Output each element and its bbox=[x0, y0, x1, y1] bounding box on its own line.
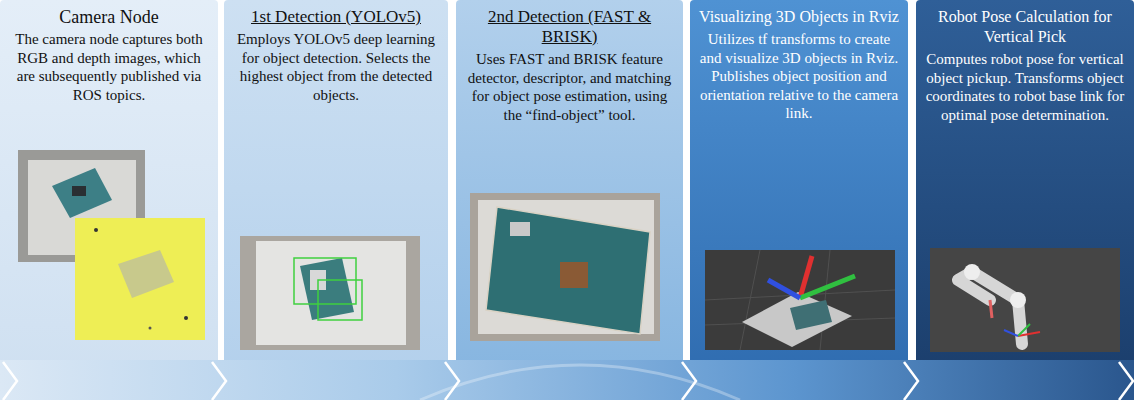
panel-description: Computes robot pose for vertical object … bbox=[924, 50, 1126, 124]
chevron bbox=[3, 362, 17, 400]
viewport bbox=[930, 248, 1120, 352]
rviz-view bbox=[705, 250, 895, 350]
paper-sheet bbox=[478, 200, 654, 334]
match-outline bbox=[486, 207, 650, 334]
chevron bbox=[682, 362, 696, 400]
y-axis bbox=[1018, 324, 1030, 336]
photo-frame bbox=[470, 193, 660, 341]
point-cloud bbox=[742, 292, 852, 347]
detection-box bbox=[318, 280, 362, 320]
panel-title: Camera Node bbox=[8, 7, 210, 27]
photo-frame bbox=[240, 236, 420, 350]
viewport bbox=[705, 250, 895, 350]
depth-image bbox=[75, 218, 205, 340]
yolo-photo bbox=[240, 236, 420, 350]
circuit-board bbox=[486, 207, 650, 334]
depth-speck bbox=[149, 327, 152, 330]
gripper bbox=[990, 300, 992, 318]
chevron bbox=[904, 362, 918, 400]
robot-view bbox=[930, 248, 1120, 352]
depth-object bbox=[118, 250, 174, 298]
chevron bbox=[212, 362, 226, 400]
circuit-board bbox=[300, 258, 354, 320]
panel-title: Visualizing 3D Objects in Rviz bbox=[698, 7, 900, 27]
paper-sheet bbox=[256, 241, 406, 345]
z-axis bbox=[768, 280, 800, 298]
chevron bbox=[1119, 362, 1133, 400]
object-cloud bbox=[790, 300, 832, 330]
panel-title: Robot Pose Calculation for Vertical Pick bbox=[924, 7, 1126, 47]
connector bbox=[510, 222, 530, 236]
depth-speck bbox=[94, 228, 98, 232]
z-axis bbox=[1004, 330, 1018, 336]
grid bbox=[705, 250, 895, 350]
panel-description: The camera node captures both RGB and de… bbox=[8, 30, 210, 104]
robot-joint bbox=[964, 264, 980, 280]
chip bbox=[560, 262, 588, 288]
panel-description: Employs YOLOv5 deep learning for object … bbox=[232, 30, 440, 104]
y-axis bbox=[800, 276, 855, 298]
panel-title: 2nd Detection (FAST & BRISK) bbox=[464, 7, 675, 47]
panel-description: Uses FAST and BRISK feature detector, de… bbox=[464, 50, 675, 124]
panel-title: 1st Detection (YOLOv5) bbox=[232, 7, 440, 27]
detection-box bbox=[294, 258, 356, 304]
flow-band bbox=[0, 360, 1134, 400]
depth-frame bbox=[75, 218, 205, 340]
feature-photo bbox=[470, 193, 660, 341]
robot-joint bbox=[1010, 292, 1026, 308]
depth-speck bbox=[184, 316, 188, 320]
robot-arm bbox=[958, 272, 1022, 344]
chip bbox=[72, 186, 86, 196]
band-arc bbox=[420, 365, 740, 400]
band bbox=[0, 360, 1134, 400]
chevron bbox=[445, 362, 459, 400]
circuit-board bbox=[52, 168, 112, 218]
panel-description: Utilizes tf transforms to create and vis… bbox=[698, 30, 900, 123]
